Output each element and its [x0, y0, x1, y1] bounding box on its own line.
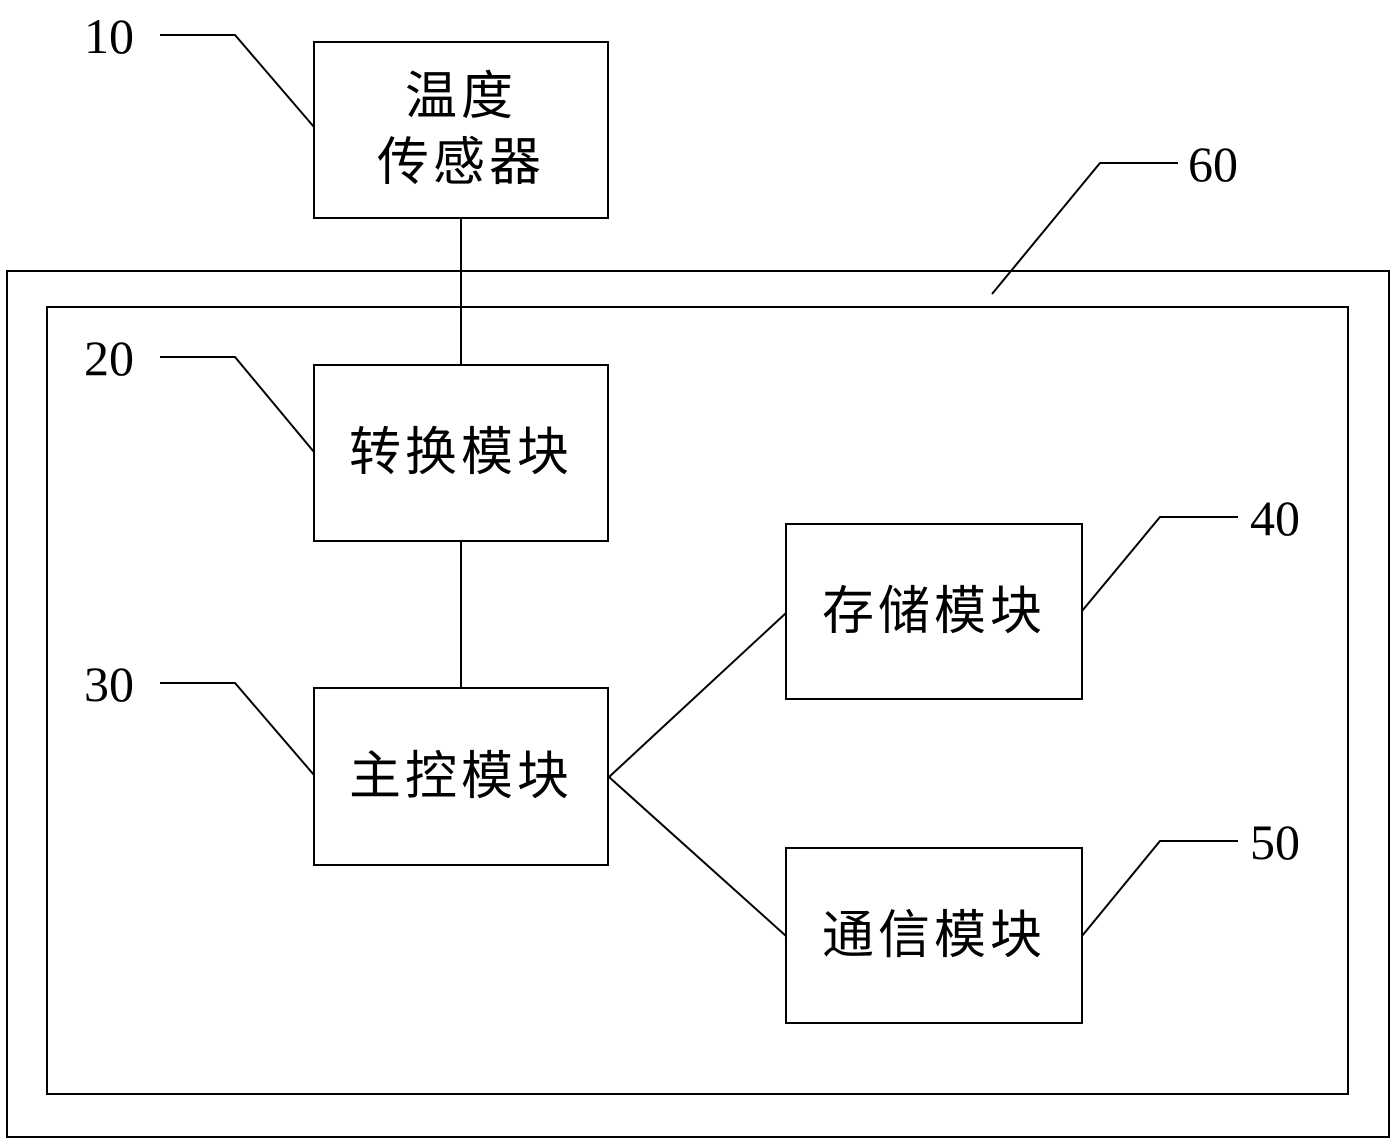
leader-line-50	[1081, 840, 1238, 937]
leader-line-40	[1081, 516, 1238, 612]
main-control-module-box: 主控模块	[313, 687, 609, 866]
leader-line-10	[160, 34, 315, 128]
communication-module-label: 通信模块	[821, 905, 1046, 966]
temperature-sensor-label-line-1: 温度	[404, 67, 517, 127]
ref-number-10: 10	[84, 8, 134, 64]
conversion-module-label: 转换模块	[348, 423, 573, 483]
device-inner-frame	[46, 306, 1349, 1095]
leader-line-20	[160, 356, 315, 453]
ref-number-60: 60	[1188, 136, 1238, 192]
temperature-sensor-label-line-2: 传感器	[376, 133, 545, 193]
ref-number-40: 40	[1250, 490, 1300, 546]
ref-number-30: 30	[84, 656, 134, 712]
temperature-sensor-label: 温度 传感器	[377, 64, 545, 196]
leader-line-60	[991, 162, 1178, 295]
ref-number-50: 50	[1250, 814, 1300, 870]
edge-main-control-to-communication	[608, 776, 787, 937]
communication-module-box: 通信模块	[785, 847, 1083, 1024]
leader-line-30	[160, 682, 315, 776]
edge-main-control-to-storage	[608, 612, 787, 778]
ref-number-20: 20	[84, 330, 134, 386]
conversion-module-box: 转换模块	[313, 364, 609, 542]
storage-module-label: 存储模块	[821, 581, 1046, 642]
device-outer-frame	[6, 270, 1390, 1138]
temperature-sensor-box: 温度 传感器	[313, 41, 609, 219]
main-control-module-label: 主控模块	[348, 746, 573, 807]
storage-module-box: 存储模块	[785, 523, 1083, 700]
